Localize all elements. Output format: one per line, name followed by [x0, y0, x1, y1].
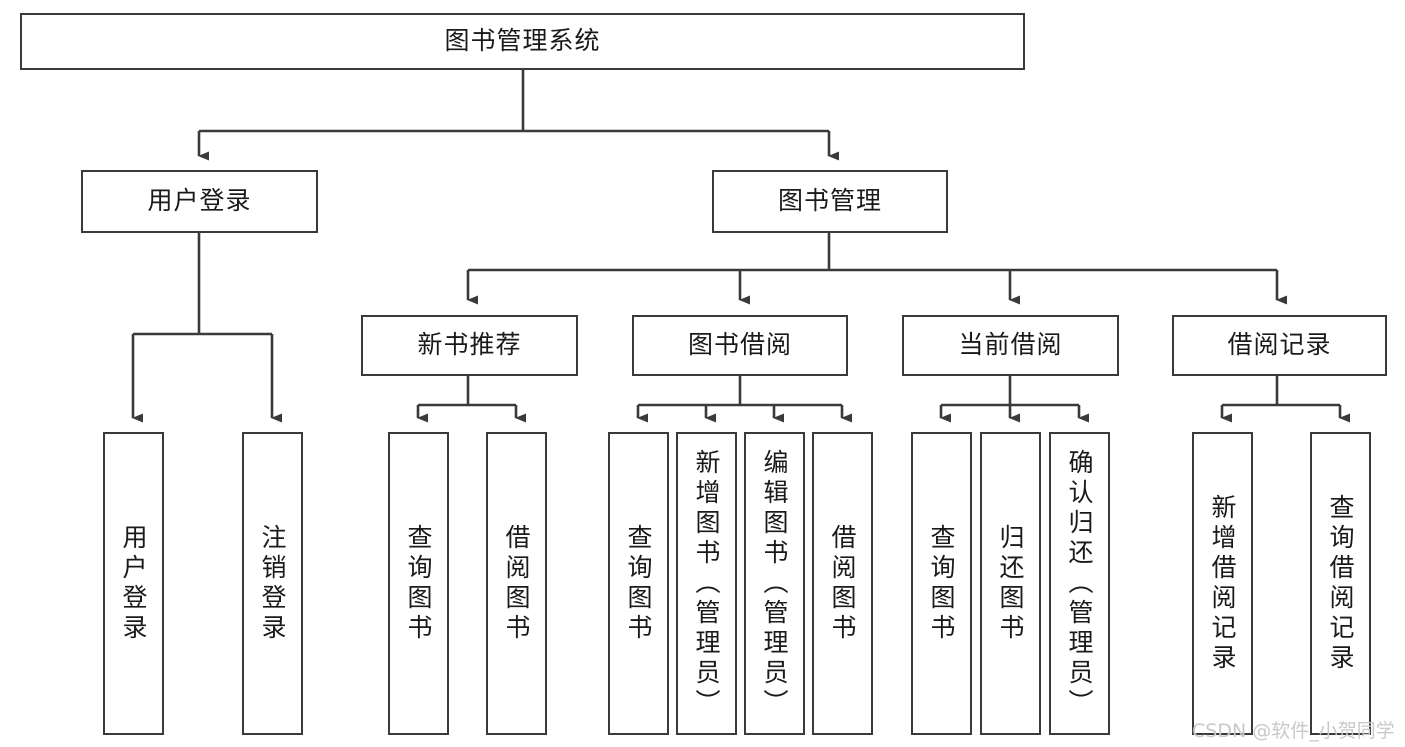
- node-book-management[interactable]: 图书管理: [712, 170, 948, 233]
- node-label: 查询图书: [624, 523, 653, 644]
- node-root-system[interactable]: 图书管理系统: [20, 13, 1025, 70]
- leaf-book-borrow-add[interactable]: 新增图书（管理员）: [676, 432, 737, 735]
- node-label: 查询借阅记录: [1326, 493, 1355, 674]
- leaf-current-borrow-confirm-return[interactable]: 确认归还（管理员）: [1049, 432, 1110, 735]
- node-book-borrow[interactable]: 图书借阅: [632, 315, 848, 376]
- leaf-user-login-logout[interactable]: 注销登录: [242, 432, 303, 735]
- leaf-user-login-login[interactable]: 用户登录: [103, 432, 164, 735]
- node-label: 借阅图书: [502, 523, 531, 644]
- node-label: 新增借阅记录: [1208, 493, 1237, 674]
- leaf-book-borrow-query[interactable]: 查询图书: [608, 432, 669, 735]
- node-label: 查询图书: [404, 523, 433, 644]
- node-label: 借阅图书: [828, 523, 857, 644]
- node-borrow-record[interactable]: 借阅记录: [1172, 315, 1387, 376]
- leaf-new-book-query[interactable]: 查询图书: [388, 432, 449, 735]
- leaf-borrow-record-add[interactable]: 新增借阅记录: [1192, 432, 1253, 735]
- node-label: 借阅记录: [1227, 330, 1332, 360]
- leaf-borrow-record-query[interactable]: 查询借阅记录: [1310, 432, 1371, 735]
- node-label: 用户登录: [119, 523, 148, 644]
- node-label: 图书管理: [777, 186, 882, 216]
- node-label: 图书借阅: [687, 330, 792, 360]
- node-label: 归还图书: [996, 523, 1025, 644]
- node-label: 查询图书: [927, 523, 956, 644]
- csdn-watermark: CSDN @软件_小贺同学: [1192, 720, 1395, 742]
- node-label: 图书管理系统: [444, 26, 601, 56]
- leaf-new-book-borrow[interactable]: 借阅图书: [486, 432, 547, 735]
- node-user-login[interactable]: 用户登录: [81, 170, 318, 233]
- node-label: 用户登录: [147, 186, 252, 216]
- leaf-current-borrow-query[interactable]: 查询图书: [911, 432, 972, 735]
- node-label: 注销登录: [258, 523, 287, 644]
- node-label: 编辑图书（管理员）: [760, 448, 789, 719]
- node-label: 新书推荐: [417, 330, 522, 360]
- leaf-book-borrow-edit[interactable]: 编辑图书（管理员）: [744, 432, 805, 735]
- node-label: 当前借阅: [958, 330, 1063, 360]
- leaf-book-borrow-borrow[interactable]: 借阅图书: [812, 432, 873, 735]
- leaf-current-borrow-return[interactable]: 归还图书: [980, 432, 1041, 735]
- node-label: 新增图书（管理员）: [692, 448, 721, 719]
- node-current-borrow[interactable]: 当前借阅: [902, 315, 1119, 376]
- node-label: 确认归还（管理员）: [1065, 448, 1094, 719]
- node-new-book-recommend[interactable]: 新书推荐: [361, 315, 578, 376]
